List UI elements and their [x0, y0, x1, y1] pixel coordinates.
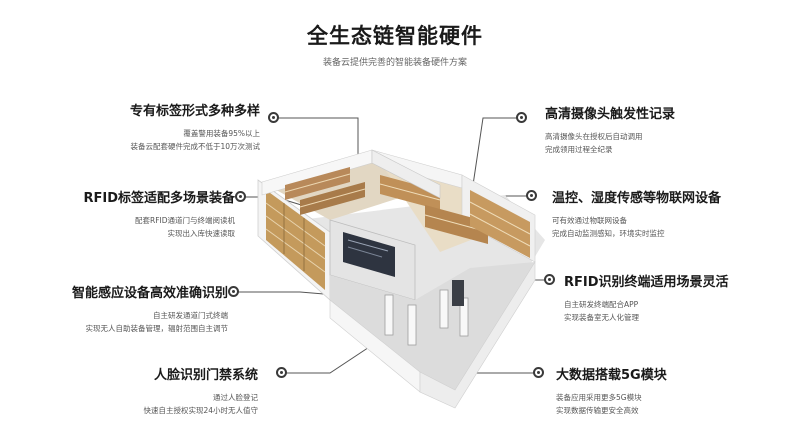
feature-description: 通过人脸登记 快速自主授权实现24小时无人值守 — [143, 391, 258, 417]
connector-line-label-types — [273, 117, 359, 155]
feature-line: 可有效通过物联网设备 — [552, 216, 627, 225]
feature-iot: 温控、湿度传感等物联网设备 可有效通过物联网设备 完成自动监测感知，环境实时监控 — [552, 187, 721, 240]
feature-description: 可有效通过物联网设备 完成自动监测感知，环境实时监控 — [552, 214, 721, 240]
connector-dot-label-types — [268, 112, 279, 123]
feature-title: 温控、湿度传感等物联网设备 — [552, 191, 722, 206]
feature-description: 高清摄像头在授权后自动调用 完成领用过程全纪录 — [545, 130, 675, 156]
feature-line: 实现数据传输更安全高效 — [556, 406, 639, 415]
feature-line: 完成领用过程全纪录 — [545, 145, 613, 154]
feature-title: 智能感应设备高效准确识别 — [71, 286, 228, 301]
feature-camera: 高清摄像头触发性记录 高清摄像头在授权后自动调用 完成领用过程全纪录 — [545, 103, 675, 156]
connector-dot-face — [276, 367, 287, 378]
display-screen — [343, 232, 395, 277]
feature-line: 装备应用采用更多5G模块 — [556, 393, 642, 402]
feature-line: 快速自主授权实现24小时无人值守 — [143, 406, 258, 415]
feature-line: 自主研发终端配合APP — [564, 300, 639, 309]
feature-description: 装备应用采用更多5G模块 实现数据传输更安全高效 — [556, 391, 667, 417]
feature-line: 装备云配套硬件完成不低于10万次测试 — [130, 142, 260, 151]
feature-line: 实现无人自助装备管理，辐射范围自主调节 — [85, 324, 229, 333]
back-room-shelves — [284, 167, 366, 215]
feature-description: 配套RFID通道门与终端阅读机 实现出入库快速读取 — [83, 214, 235, 240]
feature-line: 实现装备室无人化管理 — [564, 313, 639, 322]
feature-description: 自主研发通道门式终端 实现无人自助装备管理，辐射范围自主调节 — [72, 309, 229, 335]
feature-sensing: 智能感应设备高效准确识别 自主研发通道门式终端 实现无人自助装备管理，辐射范围自… — [72, 282, 228, 335]
feature-line: 高清摄像头在授权后自动调用 — [545, 132, 643, 141]
connector-dot-sensing — [228, 286, 239, 297]
feature-description: 覆盖警用装备95%以上 装备云配套硬件完成不低于10万次测试 — [130, 127, 260, 153]
page-subtitle: 装备云提供完善的智能装备硬件方案 — [322, 58, 467, 68]
page-title: 全生态链智能硬件 — [307, 24, 483, 48]
right-room-shelves — [379, 175, 531, 258]
connector-dot-rfid-tags — [235, 191, 246, 202]
feature-rfid-tags: RFID标签适配多场景装备 配套RFID通道门与终端阅读机 实现出入库快速读取 — [83, 187, 235, 240]
feature-5g: 大数据搭载5G模块 装备应用采用更多5G模块 实现数据传输更安全高效 — [556, 364, 667, 417]
left-wall-shelves — [265, 190, 326, 290]
feature-line: 通过人脸登记 — [213, 393, 258, 402]
front-right-wall — [419, 260, 536, 409]
connector-dot-camera — [516, 112, 527, 123]
feature-line: 配套RFID通道门与终端阅读机 — [134, 216, 235, 225]
feature-title: 大数据搭载5G模块 — [556, 368, 667, 383]
rfid-gate — [384, 289, 469, 346]
feature-rfid-terminal: RFID识别终端适用场景灵活 自主研发终端配合APP 实现装备室无人化管理 — [564, 271, 729, 324]
feature-line: 覆盖警用装备95%以上 — [183, 129, 260, 138]
feature-face-recognition: 人脸识别门禁系统 通过人脸登记 快速自主授权实现24小时无人值守 — [143, 364, 258, 417]
feature-title: 高清摄像头触发性记录 — [545, 107, 676, 122]
connector-dot-terminal — [544, 274, 555, 285]
feature-title: 专有标签形式多种多样 — [129, 104, 260, 119]
front-corridor-floor — [330, 262, 535, 390]
feature-label-types: 专有标签形式多种多样 覆盖警用装备95%以上 装备云配套硬件完成不低于10万次测… — [130, 100, 260, 153]
feature-title: 人脸识别门禁系统 — [153, 368, 258, 383]
feature-title: RFID标签适配多场景装备 — [83, 191, 235, 206]
feature-description: 自主研发终端配合APP 实现装备室无人化管理 — [564, 298, 729, 324]
feature-title: RFID识别终端适用场景灵活 — [564, 275, 729, 290]
feature-line: 实现出入库快速读取 — [167, 229, 236, 238]
connector-line-camera — [472, 117, 521, 186]
feature-line: 完成自动监测感知，环境实时监控 — [552, 229, 665, 238]
feature-line: 自主研发通道门式终端 — [153, 311, 228, 320]
middle-partition — [371, 149, 441, 199]
connector-dot-iot — [526, 190, 537, 201]
connector-dot-5g — [533, 367, 544, 378]
terminal-kiosk — [452, 280, 464, 306]
